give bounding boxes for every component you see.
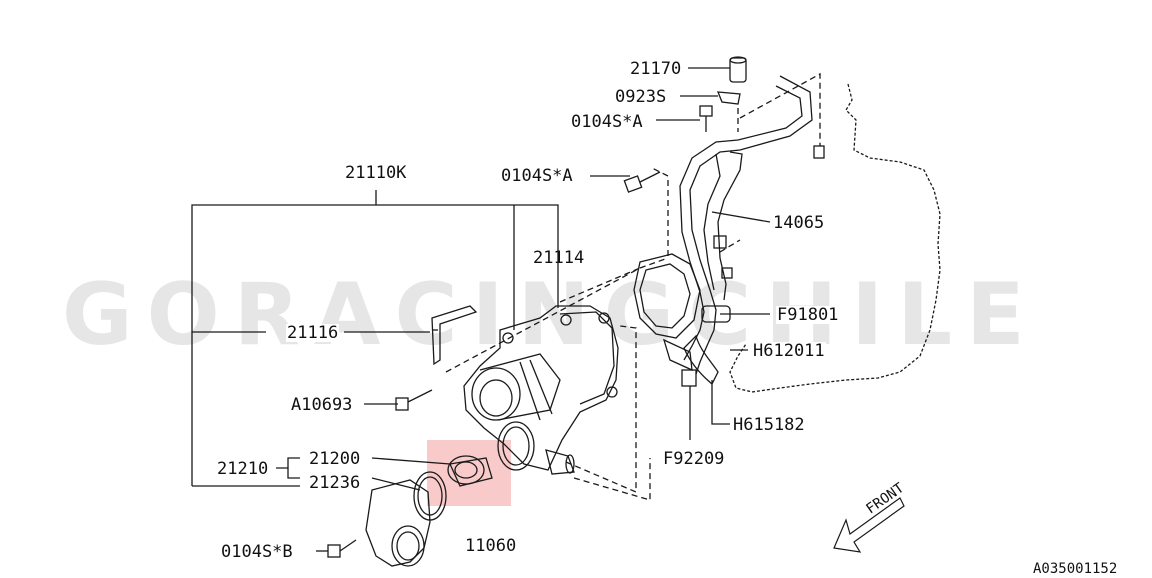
front-arrow-icon	[833, 497, 905, 553]
label-21170: 21170	[629, 59, 683, 79]
thermostat-highlight	[427, 440, 511, 506]
label-21236: 21236	[308, 473, 362, 493]
engine-block-outline	[729, 83, 941, 393]
label-21210: 21210	[216, 459, 270, 479]
label-h615182: H615182	[732, 415, 806, 435]
part-21170-cap	[729, 57, 747, 83]
label-h612011: H612011	[752, 341, 826, 361]
label-0104sa-mid: 0104S*A	[500, 166, 574, 186]
coolant-pipe	[689, 75, 813, 375]
diagram-code: A035001152	[1033, 561, 1118, 577]
label-0923s: 0923S	[614, 87, 668, 107]
label-0104sa-top: 0104S*A	[570, 112, 644, 132]
part-water-pump	[463, 305, 619, 471]
label-21116: 21116	[286, 323, 340, 343]
label-21200: 21200	[308, 449, 362, 469]
label-f92209: F92209	[662, 449, 726, 469]
label-11060: 11060	[464, 536, 518, 556]
label-14065: 14065	[772, 213, 826, 233]
part-21116-bracket	[431, 305, 478, 366]
label-f91801: F91801	[776, 305, 840, 325]
label-0104sb: 0104S*B	[220, 542, 294, 562]
bracket-21110k	[191, 204, 559, 486]
label-21110k: 21110K	[344, 163, 408, 183]
part-21114-gasket	[633, 253, 701, 339]
label-a10693: A10693	[290, 395, 354, 415]
